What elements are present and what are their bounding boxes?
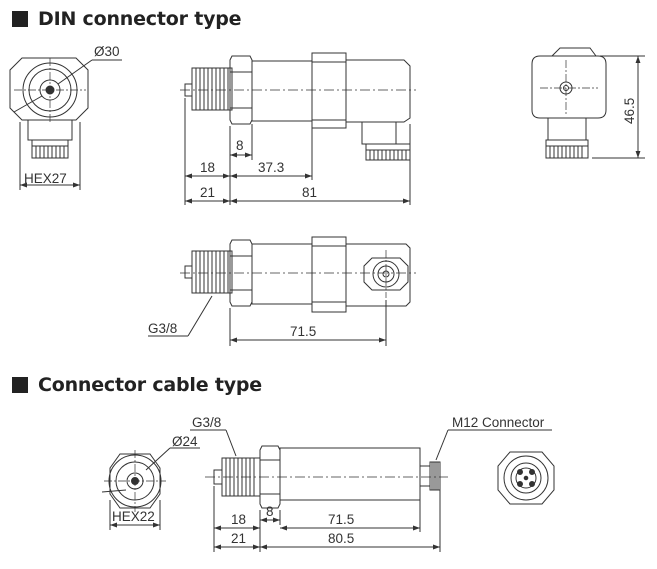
din-end-view	[531, 47, 645, 159]
din-dim-71-5: 71.5	[290, 324, 316, 339]
cable-dim-8: 8	[266, 504, 274, 519]
cable-dim-71-5: 71.5	[328, 512, 354, 527]
din-dim-46-5: 46.5	[622, 98, 637, 124]
din-side-view-top	[180, 52, 416, 205]
cable-dim-21: 21	[231, 531, 246, 546]
din-side-view-bottom	[148, 236, 416, 346]
cable-section-title: Connector cable type	[38, 374, 262, 396]
cable-diameter-label: Ø24	[172, 434, 198, 449]
cable-section-heading: Connector cable type	[12, 374, 262, 396]
cable-dim-18: 18	[231, 512, 246, 527]
din-section-heading: DIN connector type	[12, 8, 242, 30]
din-dim-37-3: 37.3	[258, 160, 284, 175]
cable-dim-80-5: 80.5	[328, 531, 354, 546]
din-dim-81: 81	[302, 185, 317, 200]
cable-thread-label: G3/8	[192, 415, 221, 430]
din-front-view	[9, 57, 122, 190]
din-section-title: DIN connector type	[38, 8, 242, 30]
heading-square-icon	[12, 377, 28, 393]
cable-side-view	[190, 429, 552, 552]
din-diameter-label: Ø30	[94, 44, 120, 59]
heading-square-icon	[12, 11, 28, 27]
din-dim-21: 21	[200, 185, 215, 200]
din-dim-8: 8	[236, 138, 244, 153]
cable-m12-end-view	[497, 451, 555, 505]
cable-m12-label: M12 Connector	[452, 415, 545, 430]
din-hex-label: HEX27	[24, 171, 67, 186]
din-dim-18: 18	[200, 160, 215, 175]
cable-hex-label: HEX22	[112, 509, 155, 524]
cable-front-view	[101, 447, 200, 530]
din-thread-label: G3/8	[148, 321, 177, 336]
